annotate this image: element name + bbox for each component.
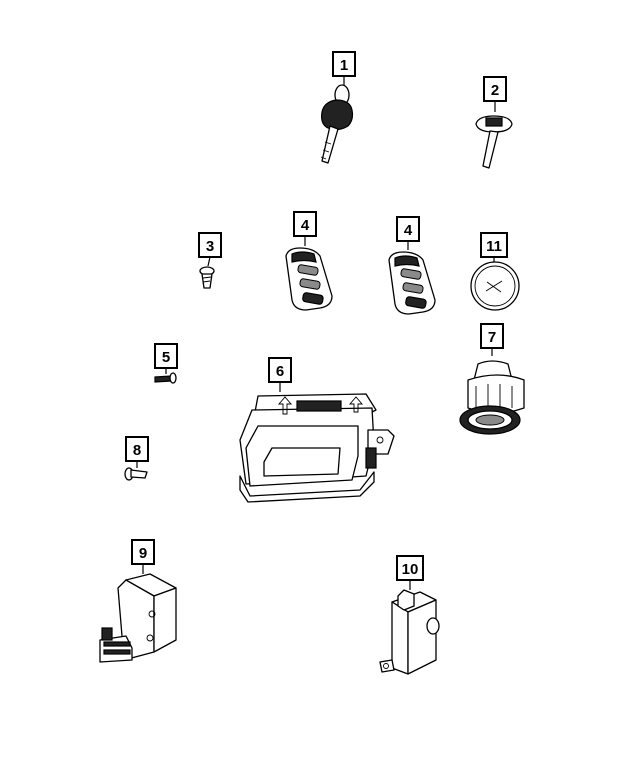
svg-text:5: 5	[162, 349, 170, 366]
svg-text:9: 9	[139, 545, 147, 562]
key-fob-part-4-left	[285, 247, 333, 311]
callout-1[interactable]: 1	[332, 51, 356, 86]
key-part-1	[320, 84, 354, 164]
key-fob-part-4-right	[388, 251, 436, 315]
bracket-part-9	[99, 573, 177, 663]
callout-4-right[interactable]: 4	[396, 216, 420, 250]
ignition-switch-part-7	[459, 360, 525, 435]
callout-5[interactable]: 5	[154, 343, 178, 374]
callout-3[interactable]: 3	[198, 232, 222, 267]
svg-text:1: 1	[340, 57, 348, 74]
svg-text:6: 6	[276, 363, 284, 380]
screw-part-3	[199, 266, 215, 289]
control-module-part-6	[239, 393, 395, 503]
bracket-part-10	[379, 589, 440, 675]
svg-text:4: 4	[301, 217, 310, 234]
callout-8[interactable]: 8	[125, 436, 149, 468]
svg-text:7: 7	[488, 329, 496, 346]
clip-part-8	[124, 467, 148, 481]
callout-2[interactable]: 2	[483, 76, 507, 112]
callout-7[interactable]: 7	[480, 323, 504, 356]
callout-4-left[interactable]: 4	[293, 211, 317, 246]
svg-text:10: 10	[402, 561, 419, 578]
callout-11[interactable]: 11	[480, 232, 508, 264]
key-blade-part-2	[475, 115, 513, 169]
svg-text:8: 8	[133, 442, 141, 459]
svg-text:2: 2	[491, 82, 499, 99]
screw-part-5	[154, 372, 177, 384]
callout-10[interactable]: 10	[396, 555, 424, 590]
callout-6[interactable]: 6	[268, 357, 292, 392]
callout-9[interactable]: 9	[131, 539, 155, 574]
svg-text:11: 11	[486, 238, 502, 255]
svg-text:4: 4	[404, 222, 413, 239]
coin-battery-part-11	[470, 261, 520, 311]
svg-text:3: 3	[206, 238, 214, 255]
